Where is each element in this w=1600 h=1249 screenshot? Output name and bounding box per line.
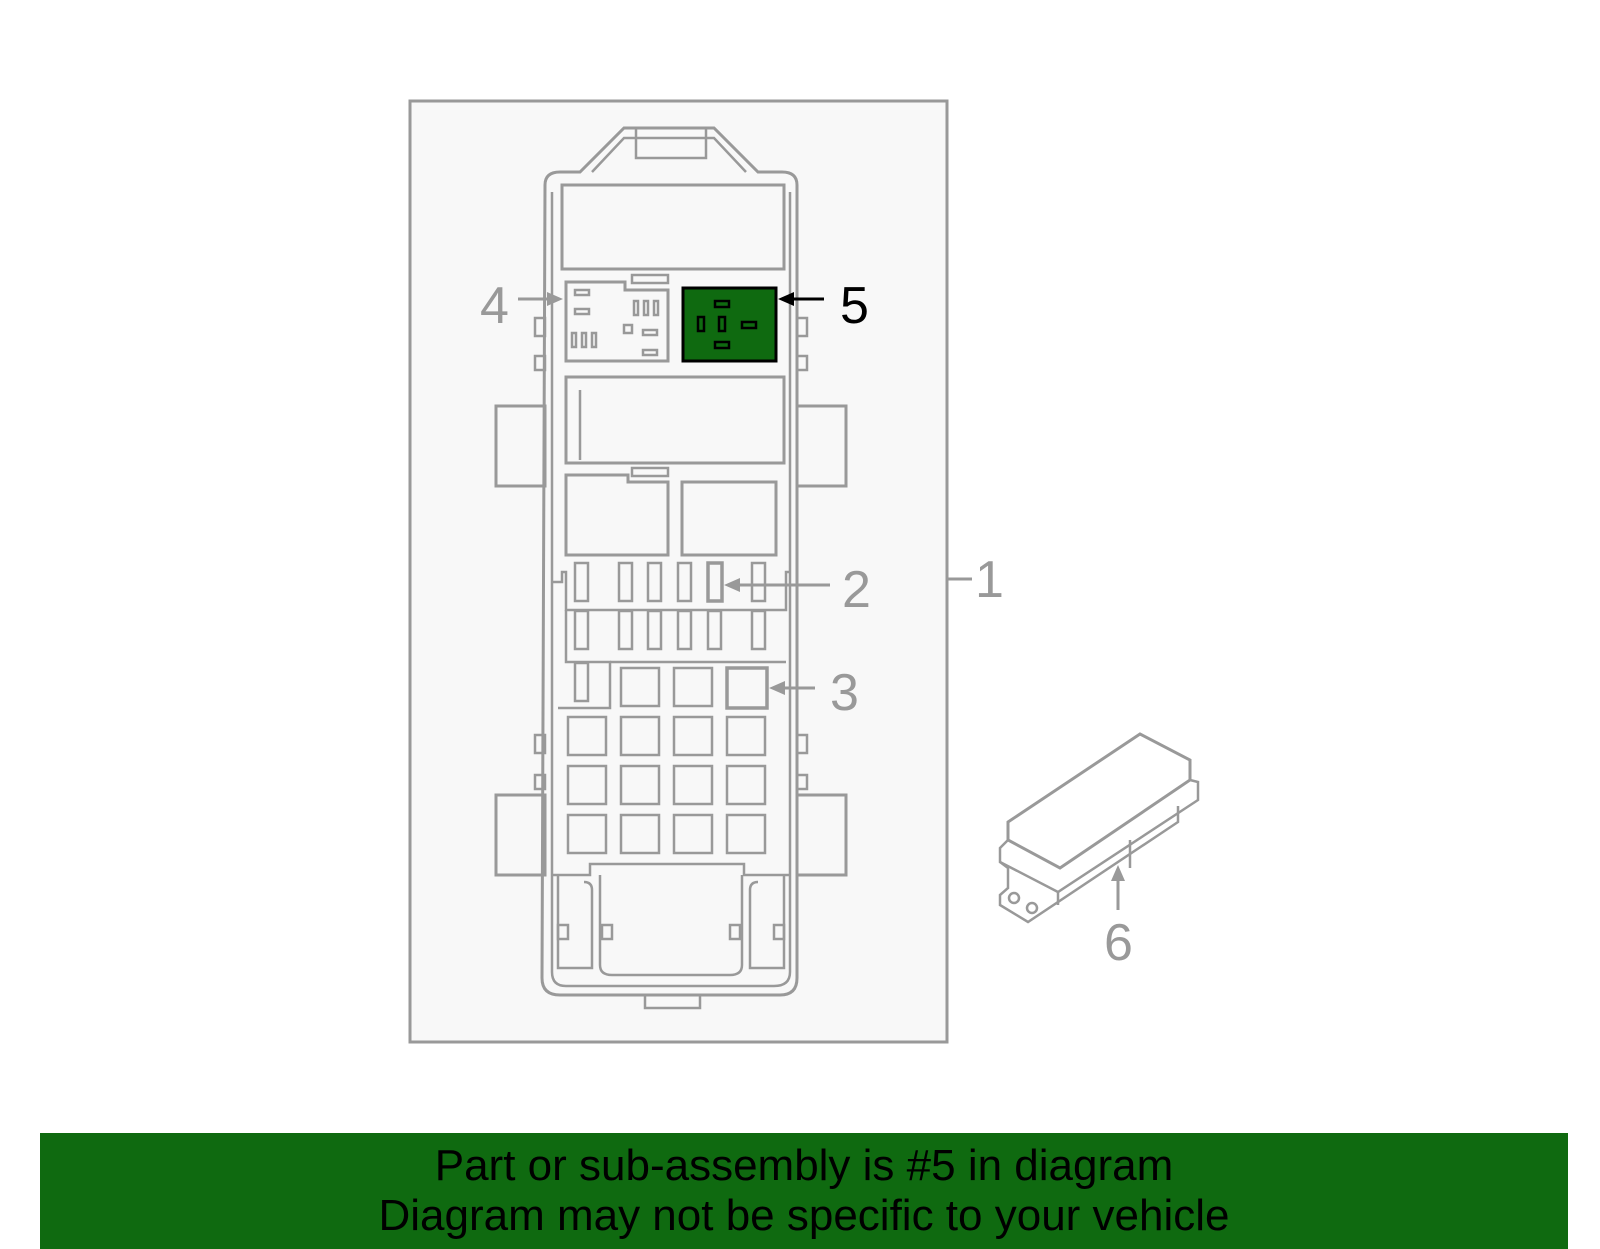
notice-banner: Part or sub-assembly is #5 in diagram Di… — [40, 1133, 1568, 1249]
separator-tab-2 — [630, 466, 670, 478]
fuse-2 — [706, 561, 724, 603]
middle-compartment — [564, 375, 786, 465]
mini-fuses-row-2 — [573, 609, 767, 703]
mini-fuse — [750, 561, 767, 603]
fuse-3 — [725, 666, 769, 710]
relay-5-highlighted — [681, 286, 778, 363]
leader-lines — [518, 292, 1125, 910]
relay-compartment-left — [564, 473, 670, 557]
fuse-row-frame — [552, 570, 790, 612]
callout-1: 1 — [975, 551, 1004, 609]
relay-compartment-right — [680, 480, 778, 557]
callout-3: 3 — [830, 664, 859, 722]
callout-4: 4 — [480, 277, 509, 335]
relay-4 — [564, 280, 670, 363]
banner-line-2: Diagram may not be specific to your vehi… — [378, 1191, 1230, 1240]
fuse-box-body — [494, 126, 848, 1010]
maxi-fuses — [566, 666, 767, 855]
callout-2: 2 — [842, 561, 871, 619]
banner-line-1: Part or sub-assembly is #5 in diagram — [434, 1141, 1174, 1190]
connector-area — [552, 862, 790, 977]
callout-5: 5 — [840, 277, 869, 335]
separator-tab — [630, 273, 670, 285]
callout-6: 6 — [1104, 914, 1133, 972]
fuse-box-cover-6 — [998, 732, 1200, 924]
top-compartment — [560, 183, 786, 271]
mini-fuses-row-1 — [573, 561, 693, 603]
